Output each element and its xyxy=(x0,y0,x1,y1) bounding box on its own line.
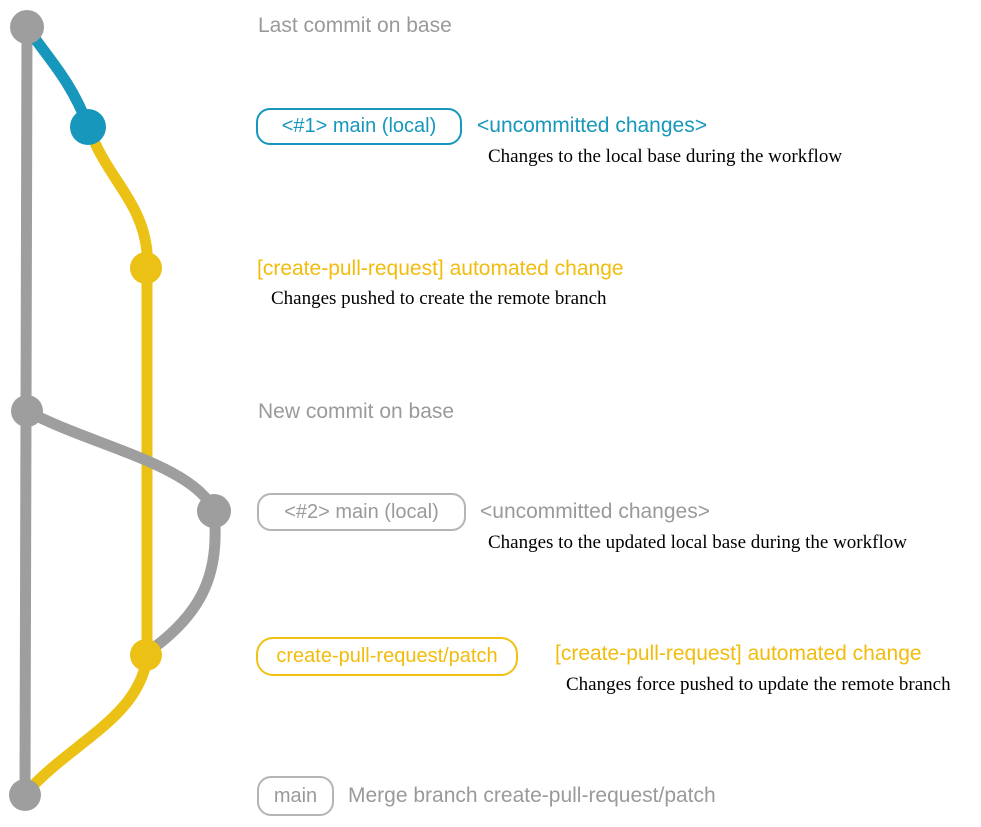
automated-change-2-title: [create-pull-request] automated change xyxy=(555,642,922,665)
uncommitted-changes-2-title: <uncommitted changes> xyxy=(480,500,710,523)
branch-badge-main-local-1: <#1> main (local) xyxy=(256,108,462,145)
local-main-1-line xyxy=(21,21,94,132)
branch-badge-create-pull-request-patch: create-pull-request/patch xyxy=(256,637,518,676)
merge-commit-label: Merge branch create-pull-request/patch xyxy=(348,784,716,807)
branch-badge-main-local-1-label: <#1> main (local) xyxy=(281,115,437,137)
uncommitted-changes-1-title: <uncommitted changes> xyxy=(477,114,707,137)
commit-node-merge-commit xyxy=(9,779,41,811)
new-commit-on-base-label: New commit on base xyxy=(258,400,455,423)
local-main-2-line-back xyxy=(142,505,221,658)
commit-node-last-commit-on-base xyxy=(10,10,44,44)
branch-badge-main-local-2: <#2> main (local) xyxy=(257,493,466,531)
uncommitted-changes-2-description: Changes to the updated local base during… xyxy=(488,532,907,553)
automated-change-1-title: [create-pull-request] automated change xyxy=(257,257,624,280)
commit-node-automated-change-1 xyxy=(130,252,162,284)
last-commit-on-base-label: Last commit on base xyxy=(258,14,452,37)
commit-node-uncommitted-changes-1 xyxy=(70,109,106,145)
uncommitted-changes-1-description: Changes to the local base during the wor… xyxy=(488,146,843,167)
local-main-2-line-out xyxy=(21,405,220,517)
commit-node-automated-change-2 xyxy=(130,639,162,671)
automated-change-2-description: Changes force pushed to update the remot… xyxy=(566,674,951,695)
branch-badge-create-pull-request-patch-label: create-pull-request/patch xyxy=(276,645,498,667)
commit-node-new-commit-on-base xyxy=(11,395,43,427)
branch-badge-main: main xyxy=(257,776,334,816)
commit-node-uncommitted-changes-2 xyxy=(197,494,231,528)
automated-change-1-description: Changes pushed to create the remote bran… xyxy=(271,288,607,309)
branch-badge-main-local-2-label: <#2> main (local) xyxy=(284,500,439,523)
branch-badge-main-label: main xyxy=(273,784,318,807)
